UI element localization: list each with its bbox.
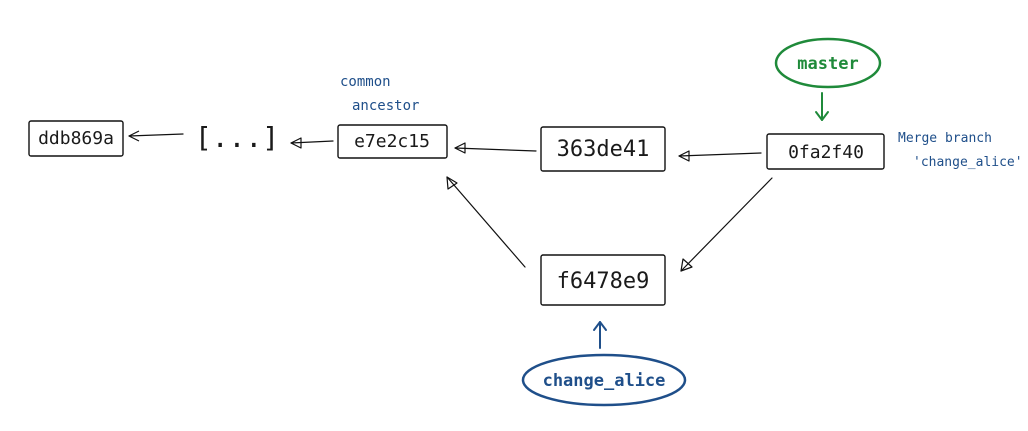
common-ancestor-annotation: common ancestor — [340, 74, 419, 114]
commit-e7e2c15: e7e2c15 — [337, 124, 448, 159]
branch-master-arrowhead — [815, 111, 829, 121]
branch-master: master — [774, 37, 882, 121]
commit-f6478e9-label: f6478e9 — [557, 269, 650, 294]
branch-change-alice-label: change_alice — [543, 371, 666, 391]
commit-f6478e9: f6478e9 — [540, 254, 666, 306]
branch-change-alice: change_alice — [521, 321, 687, 407]
edge-0fa2f40-to-363de41 — [678, 150, 762, 162]
commit-363de41-label: 363de41 — [557, 137, 650, 162]
edge-ellipsis-to-ddb869a — [128, 130, 184, 142]
commit-ddb869a-label: ddb869a — [38, 128, 114, 149]
common-ancestor-line1: common — [340, 74, 391, 90]
branch-change-alice-arrowhead — [593, 321, 607, 331]
merge-annotation-line2: 'change_alice' — [913, 155, 1023, 170]
branch-master-label: master — [797, 54, 858, 74]
commit-ellipsis-label: [...] — [195, 121, 279, 154]
common-ancestor-line2: ancestor — [352, 98, 419, 114]
commit-363de41: 363de41 — [540, 126, 666, 172]
commit-e7e2c15-label: e7e2c15 — [354, 131, 430, 152]
branch-master-outline — [774, 37, 882, 89]
branch-change-alice-outline — [521, 353, 687, 407]
commit-0fa2f40: 0fa2f40 — [766, 133, 885, 170]
merge-annotation-line1: Merge branch — [898, 131, 992, 146]
commit-0fa2f40-label: 0fa2f40 — [788, 142, 864, 163]
commit-ddb869a: ddb869a — [28, 120, 124, 157]
edge-0fa2f40-to-f6478e9 — [680, 177, 773, 272]
edge-f6478e9-to-e7e2c15 — [446, 176, 526, 268]
edge-e7e2c15-to-ellipsis — [290, 137, 334, 149]
merge-annotation: Merge branch 'change_alice' — [898, 131, 1023, 170]
edge-363de41-to-e7e2c15 — [454, 142, 537, 154]
commit-ellipsis: [...] — [195, 121, 279, 154]
